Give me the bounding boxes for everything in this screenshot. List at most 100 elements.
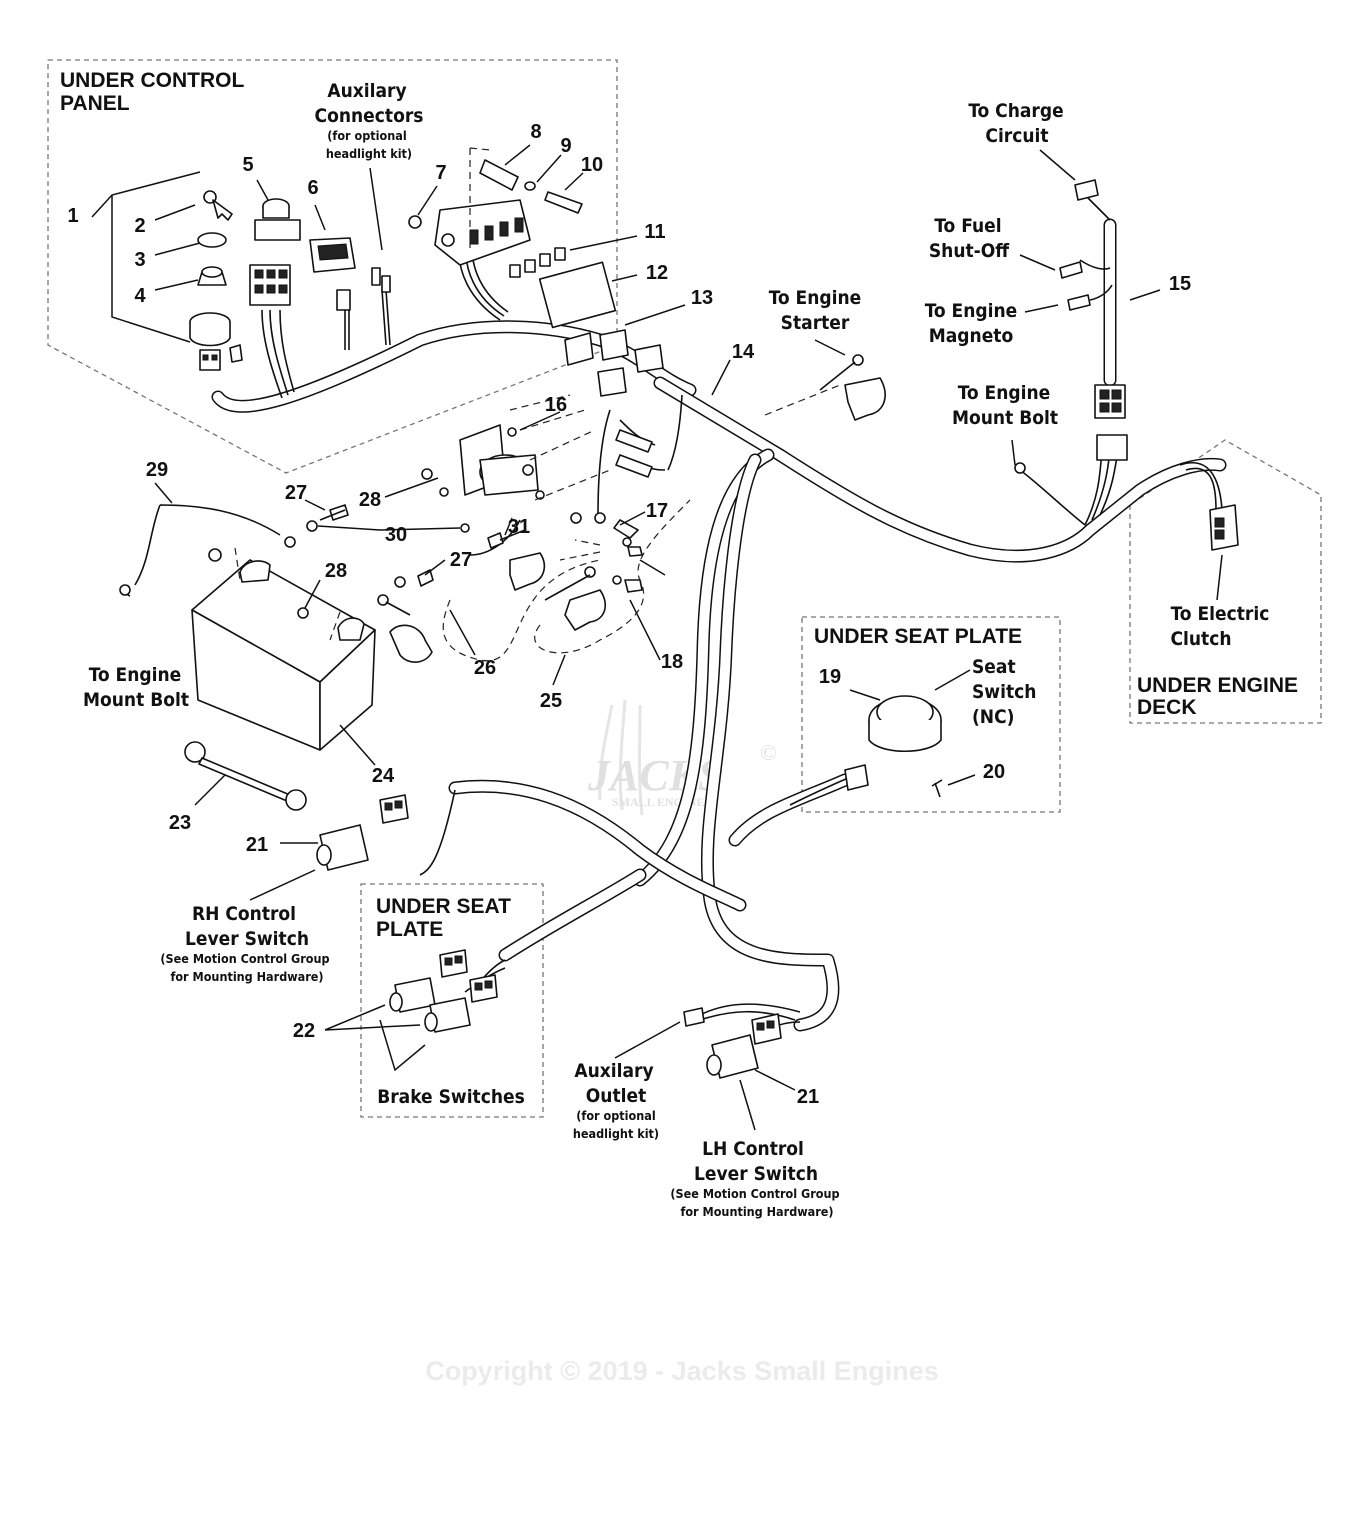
callout-9: 9 <box>560 135 571 157</box>
callout-19: 19 <box>819 666 841 688</box>
svg-text:Outlet: Outlet <box>586 1085 647 1107</box>
brake-switches-label: Brake Switches <box>377 1086 525 1108</box>
to-engine-mount-bolt-left-label: To Engine Mount Bolt <box>83 664 189 711</box>
callout-28-top: 28 <box>359 489 381 511</box>
svg-text:Magneto: Magneto <box>929 325 1014 347</box>
hour-meter <box>309 237 356 311</box>
main-harness-cables <box>211 218 1227 1032</box>
svg-text:Starter: Starter <box>781 312 850 334</box>
svg-text:To Engine: To Engine <box>958 382 1051 404</box>
spacer-9-10 <box>408 159 583 229</box>
svg-text:Seat: Seat <box>972 656 1016 678</box>
under-control-panel-title-line2: PANEL <box>60 92 130 115</box>
callout-10: 10 <box>581 154 603 176</box>
hardware-bolts-nuts <box>208 468 632 588</box>
aux-outlet-plug <box>683 1007 705 1027</box>
connector-13 <box>564 329 664 397</box>
svg-text:for Mounting Hardware): for Mounting Hardware) <box>170 969 323 984</box>
to-engine-magneto-label: To Engine Magneto <box>925 300 1018 347</box>
logo-copyright-mark: © <box>760 740 777 765</box>
svg-text:Auxilary: Auxilary <box>327 80 406 102</box>
callout-8: 8 <box>530 121 541 143</box>
callout-1: 1 <box>67 205 78 227</box>
callout-21-rh: 21 <box>246 834 268 856</box>
under-seat-plate-box-right <box>801 616 1061 813</box>
callout-3: 3 <box>134 249 145 271</box>
svg-text:headlight kit): headlight kit) <box>573 1126 659 1141</box>
to-fuel-shutoff-label: To Fuel Shut-Off <box>929 215 1009 262</box>
lh-control-switch <box>706 1013 782 1079</box>
ignition-key <box>203 190 233 221</box>
callout-25: 25 <box>540 690 562 712</box>
svg-text:Clutch: Clutch <box>1170 628 1231 650</box>
callout-30: 30 <box>385 524 407 546</box>
rh-control-switch <box>316 794 409 871</box>
callout-26: 26 <box>474 657 496 679</box>
logo-jacks-text: JACKS <box>587 751 723 800</box>
charge-connectors <box>1059 179 1128 461</box>
ring-terminals <box>119 354 1026 616</box>
pto-switch <box>249 198 301 306</box>
svg-text:(for optional: (for optional <box>576 1108 655 1123</box>
under-engine-deck-title-line2: DECK <box>1137 696 1197 719</box>
under-seat-plate-left-title-line2: PLATE <box>376 918 443 941</box>
callout-16: 16 <box>545 394 567 416</box>
callout-2: 2 <box>134 215 145 237</box>
svg-text:Auxilary: Auxilary <box>574 1060 653 1082</box>
callout-5: 5 <box>242 154 253 176</box>
callout-21-lh: 21 <box>797 1086 819 1108</box>
to-engine-starter-label: To Engine Starter <box>769 287 862 334</box>
ignition-switch <box>189 312 243 371</box>
callout-7: 7 <box>435 162 446 184</box>
auxilary-outlet-label: Auxilary Outlet (for optional headlight … <box>573 1060 659 1141</box>
under-engine-deck-box <box>1129 439 1322 724</box>
clutch-connector <box>1209 504 1239 551</box>
svg-text:Mount Bolt: Mount Bolt <box>952 407 1058 429</box>
svg-text:(See Motion Control Group: (See Motion Control Group <box>670 1186 839 1201</box>
fuses <box>509 247 566 278</box>
callout-31: 31 <box>508 516 530 538</box>
logo-small-engines-text: SMALL ENGINES <box>612 795 711 809</box>
svg-text:Lever Switch: Lever Switch <box>185 928 309 950</box>
lh-control-label: LH Control Lever Switch (See Motion Cont… <box>670 1138 839 1219</box>
to-electric-clutch-label: To Electric Clutch <box>1170 603 1269 650</box>
brake-switches <box>389 949 498 1033</box>
callout-12: 12 <box>646 262 668 284</box>
under-seat-plate-right-title: UNDER SEAT PLATE <box>814 625 1022 648</box>
boots-25 <box>509 377 886 631</box>
starter-solenoid <box>459 424 545 500</box>
rh-control-label: RH Control Lever Switch (See Motion Cont… <box>160 903 329 984</box>
callout-23: 23 <box>169 812 191 834</box>
svg-text:(See Motion Control Group: (See Motion Control Group <box>160 951 329 966</box>
battery <box>191 559 376 751</box>
aux-connectors <box>371 267 391 293</box>
battery-boot-26 <box>389 624 433 663</box>
leader-lines <box>91 144 1223 1131</box>
callout-29: 29 <box>146 459 168 481</box>
svg-text:(NC): (NC) <box>972 706 1014 728</box>
seat-switch-label: Seat Switch (NC) <box>972 656 1036 728</box>
callout-13: 13 <box>691 287 713 309</box>
battery-strap <box>184 741 307 811</box>
callout-17: 17 <box>646 500 668 522</box>
callout-11: 11 <box>644 221 665 243</box>
svg-text:for Mounting Hardware): for Mounting Hardware) <box>680 1204 833 1219</box>
svg-text:RH Control: RH Control <box>192 903 296 925</box>
svg-text:To Electric: To Electric <box>1171 603 1270 625</box>
callout-27-bottom: 27 <box>450 549 472 571</box>
svg-text:headlight kit): headlight kit) <box>326 146 412 161</box>
lock-nut <box>197 266 227 286</box>
under-engine-deck-title-line1: UNDER ENGINE <box>1137 674 1298 697</box>
svg-text:To Engine: To Engine <box>925 300 1018 322</box>
svg-text:To Engine: To Engine <box>769 287 862 309</box>
svg-text:Connectors: Connectors <box>315 105 424 127</box>
parts <box>119 159 1239 1079</box>
fuse-cover <box>538 261 617 329</box>
under-seat-plate-box-left <box>360 883 544 1118</box>
fuse-block <box>434 199 531 266</box>
callout-4: 4 <box>134 285 146 307</box>
under-control-panel-title-line1: UNDER CONTROL <box>60 69 244 92</box>
callout-20: 20 <box>983 761 1005 783</box>
svg-text:Lever Switch: Lever Switch <box>694 1163 818 1185</box>
